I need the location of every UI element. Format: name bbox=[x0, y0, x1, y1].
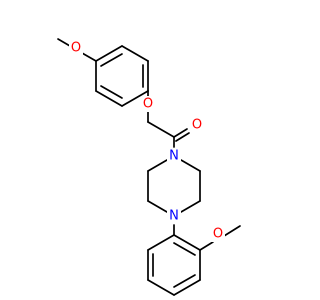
bond-ring2-a bbox=[147, 234, 175, 251]
ether-oxygen: O bbox=[141, 96, 155, 112]
bond-ring1-e bbox=[95, 90, 123, 107]
atom-label-o-methoxy-bottom: O bbox=[213, 227, 223, 242]
carbonyl-oxygen: O bbox=[190, 117, 204, 133]
atom-labels: O O O N N O bbox=[69, 39, 225, 242]
piperazine-nitrogen-top: N bbox=[167, 148, 181, 164]
bond-o-ring-top bbox=[81, 52, 97, 62]
bond-c-o-double-1 bbox=[173, 128, 188, 138]
methoxy-oxygen-bottom: O bbox=[211, 226, 225, 242]
bond-ring2-f bbox=[173, 234, 201, 251]
bond-ring1-d bbox=[121, 90, 149, 107]
bond-c-o-double-2 bbox=[175, 132, 190, 142]
bond-ring1-inner-3 bbox=[100, 85, 123, 99]
bond-pip-f bbox=[180, 159, 201, 172]
bond-pip-d bbox=[180, 200, 201, 213]
bonds bbox=[57, 38, 241, 296]
bond-o-methyl-bottom bbox=[223, 225, 241, 237]
bond-pip-a bbox=[147, 159, 168, 172]
molecule-diagram: O O O N N O bbox=[57, 38, 241, 296]
atom-label-n-piperazine-top: N bbox=[169, 149, 179, 164]
atom-label-o-methoxy-top: O bbox=[71, 41, 81, 56]
bond-ring2-d bbox=[173, 279, 201, 296]
bond-ring1-inner-1 bbox=[100, 53, 123, 67]
atom-label-o-carbonyl: O bbox=[192, 118, 202, 133]
bond-methyl-o-top bbox=[57, 38, 71, 47]
bond-ring2-o bbox=[199, 241, 214, 251]
bond-ring2-c bbox=[147, 279, 175, 296]
atom-label-n-piperazine-bottom: N bbox=[169, 209, 179, 224]
bond-ring2-inner-3 bbox=[173, 242, 196, 256]
piperazine-nitrogen-bottom: N bbox=[167, 208, 181, 224]
bond-ring2-inner-2 bbox=[173, 274, 196, 288]
methoxy-oxygen-top: O bbox=[69, 39, 83, 56]
bond-ring1-a bbox=[95, 45, 123, 62]
bond-ch2-carbonyl bbox=[147, 121, 175, 138]
bond-pip-c bbox=[147, 200, 168, 213]
bond-ring1-b bbox=[121, 45, 149, 62]
atom-label-o-ether: O bbox=[143, 97, 153, 112]
